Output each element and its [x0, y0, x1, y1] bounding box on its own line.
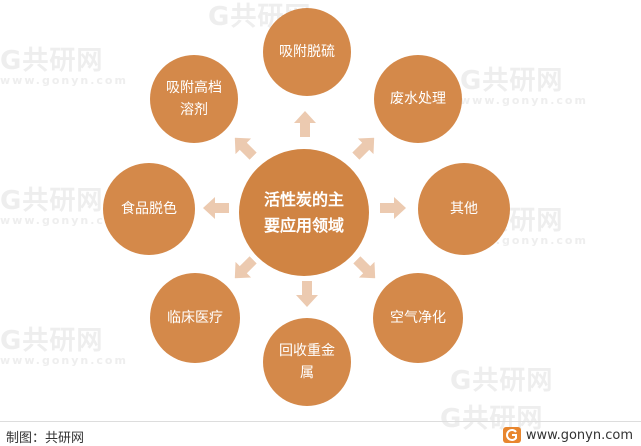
arrow-icon — [234, 256, 257, 279]
node-label-line1: 吸附高档 — [166, 80, 222, 96]
arrow-icon — [380, 197, 406, 219]
node-solvent-adsorption: 吸附高档 溶剂 — [150, 55, 238, 143]
watermark-brand: G共研网 — [0, 186, 104, 216]
application-diagram: 活性炭的主 要应用领域 吸附脱硫 废水处理 其他 空气净化 回收重金 属 临床医… — [103, 8, 510, 406]
arrow-icon — [234, 137, 257, 160]
watermark-domain: www.gonyn.com — [460, 94, 588, 107]
arrow-icon — [296, 281, 318, 307]
center-node: 活性炭的主 要应用领域 — [239, 149, 369, 276]
node-label: 废水处理 — [390, 91, 446, 107]
node-label: 吸附脱硫 — [279, 44, 335, 60]
node-label-line2: 属 — [300, 365, 314, 381]
footer-source: 制图：共研网 — [6, 431, 85, 446]
node-label-line2: 溶剂 — [180, 102, 208, 118]
center-label-line1: 活性炭的主 — [263, 189, 344, 209]
node-food-decolorization: 食品脱色 — [103, 163, 195, 255]
center-label-line2: 要应用领域 — [263, 215, 344, 235]
footer-website-text: www.gonyn.com — [525, 427, 633, 443]
node-label: 空气净化 — [390, 310, 446, 326]
gonyn-logo-icon — [502, 427, 521, 443]
watermark-domain: www.gonyn.com — [0, 354, 128, 367]
watermark-brand: G共研网 — [440, 404, 544, 434]
node-air-purification: 空气净化 — [373, 273, 463, 363]
watermark-domain: www.gonyn.com — [0, 214, 128, 227]
node-heavy-metal-recovery: 回收重金 属 — [263, 318, 351, 406]
node-label: 临床医疗 — [167, 310, 223, 326]
node-clinical-medicine: 临床医疗 — [150, 273, 240, 363]
footer-divider — [0, 421, 641, 422]
arrow-icon — [203, 197, 229, 219]
node-label-line1: 回收重金 — [279, 343, 335, 359]
watermark-domain: www.gonyn.com — [0, 74, 128, 87]
arrow-icon — [353, 256, 376, 279]
watermark-brand: G共研网 — [0, 46, 104, 76]
footer-website: www.gonyn.com — [502, 427, 633, 443]
node-label: 其他 — [450, 201, 478, 217]
watermark-brand: G共研网 — [0, 326, 104, 356]
node-wastewater-treatment: 废水处理 — [374, 55, 462, 143]
node-label: 食品脱色 — [121, 201, 177, 217]
node-other: 其他 — [418, 163, 510, 255]
arrow-icon — [352, 137, 375, 160]
watermark-brand: G共研网 — [460, 66, 564, 96]
watermark-brand: G共研网 — [450, 366, 554, 396]
node-adsorption-desulfurization: 吸附脱硫 — [263, 8, 351, 96]
arrow-icon — [294, 111, 316, 137]
